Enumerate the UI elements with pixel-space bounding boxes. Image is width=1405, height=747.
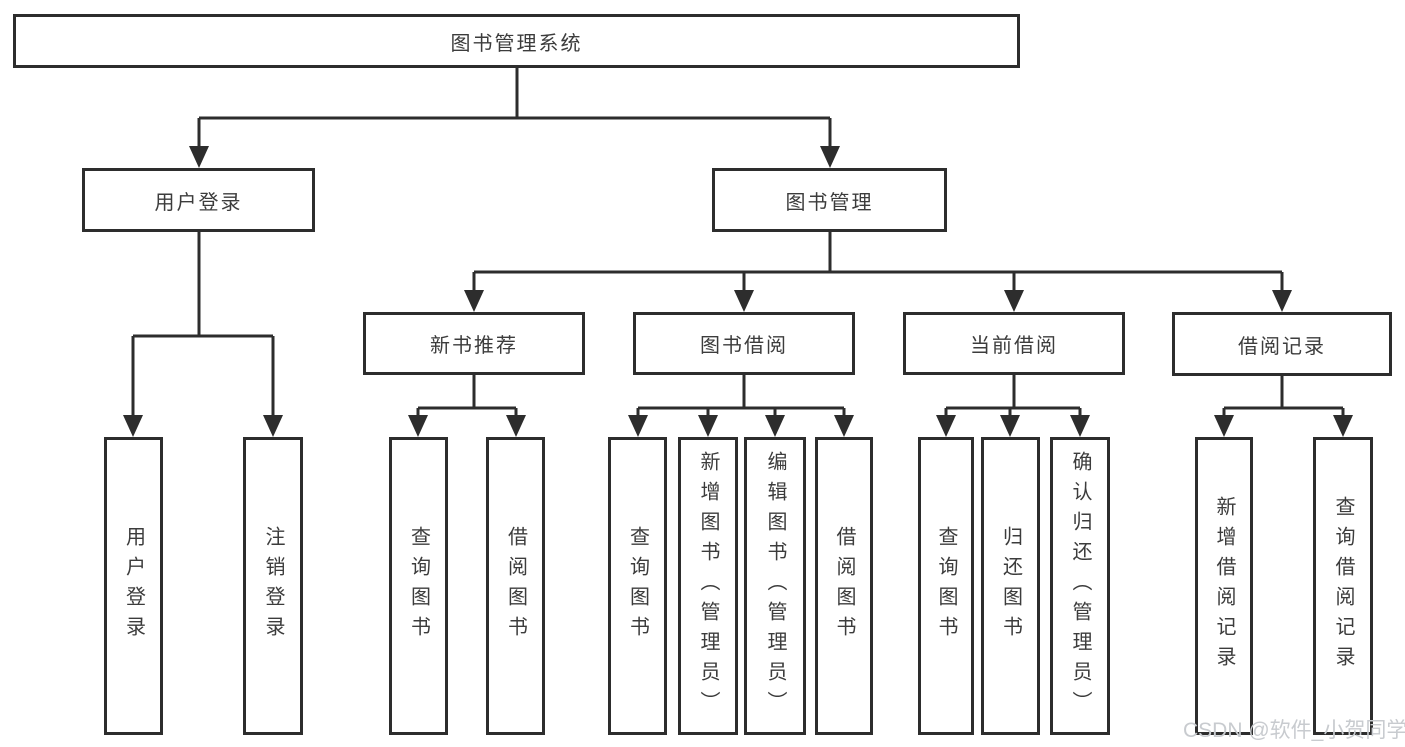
leaf-query-books-1: 查询图书 xyxy=(389,437,448,735)
node-borrowing-records: 借阅记录 xyxy=(1172,312,1392,376)
node-library-system: 图书管理系统 xyxy=(13,14,1020,68)
leaf-add-borrow-record: 新增借阅记录 xyxy=(1195,437,1253,735)
node-label: 新增图书（管理员） xyxy=(697,451,719,721)
leaf-borrow-books-1: 借阅图书 xyxy=(486,437,545,735)
node-label: 当前借阅 xyxy=(970,335,1058,357)
node-label: 图书管理 xyxy=(785,191,874,214)
leaf-return-books: 归还图书 xyxy=(981,437,1040,735)
leaf-borrow-books-2: 借阅图书 xyxy=(815,437,873,735)
leaf-add-books-admin: 新增图书（管理员） xyxy=(678,437,738,735)
node-label: 用户登录 xyxy=(122,526,145,646)
node-book-borrowing: 图书借阅 xyxy=(633,312,855,375)
node-label: 查询图书 xyxy=(935,526,957,646)
node-label: 借阅记录 xyxy=(1238,335,1326,358)
node-user-login: 用户登录 xyxy=(82,168,315,232)
node-label: 查询图书 xyxy=(407,526,430,646)
leaf-query-books-3: 查询图书 xyxy=(918,437,974,735)
leaf-query-borrow-record: 查询借阅记录 xyxy=(1313,437,1373,735)
node-label: 借阅图书 xyxy=(504,526,527,646)
leaf-query-books-2: 查询图书 xyxy=(608,437,667,735)
node-label: 注销登录 xyxy=(262,526,284,646)
leaf-edit-books-admin: 编辑图书（管理员） xyxy=(744,437,806,735)
leaf-user-login: 用户登录 xyxy=(104,437,163,735)
node-label: 用户登录 xyxy=(154,191,243,214)
node-label: 查询借阅记录 xyxy=(1332,496,1354,676)
node-label: 新书推荐 xyxy=(430,335,518,357)
leaf-logout: 注销登录 xyxy=(243,437,303,735)
node-current-borrowing: 当前借阅 xyxy=(903,312,1125,375)
node-new-book-recommend: 新书推荐 xyxy=(363,312,585,375)
node-book-management: 图书管理 xyxy=(712,168,947,232)
leaf-confirm-return-admin: 确认归还（管理员） xyxy=(1050,437,1110,735)
node-label: 查询图书 xyxy=(626,526,649,646)
node-label: 图书借阅 xyxy=(700,335,788,357)
node-label: 图书管理系统 xyxy=(450,32,583,55)
node-label: 归还图书 xyxy=(999,526,1022,646)
node-label: 借阅图书 xyxy=(833,526,855,646)
node-label: 确认归还（管理员） xyxy=(1069,451,1091,721)
watermark: CSDN @软件_小贺同学 xyxy=(1183,719,1405,742)
node-label: 新增借阅记录 xyxy=(1213,496,1235,676)
node-label: 编辑图书（管理员） xyxy=(764,451,786,721)
